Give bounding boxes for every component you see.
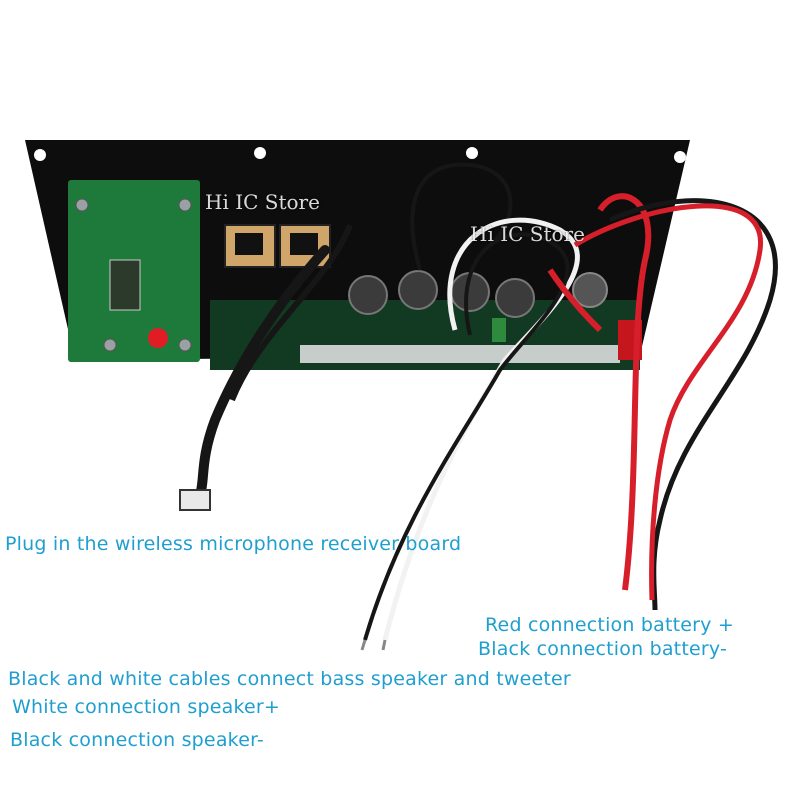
pcb-connector-row <box>300 345 620 363</box>
capacitor <box>495 278 535 318</box>
caption-speaker-black: Black connection speaker- <box>10 729 264 751</box>
pcb-screw <box>178 198 192 212</box>
pcb-screw <box>75 198 89 212</box>
red-battery-wire <box>597 193 652 591</box>
store-watermark-right: Hi IC Store <box>470 222 585 246</box>
red-indicator-dot <box>148 328 168 348</box>
black-speaker-wire <box>363 232 570 641</box>
capacitor <box>572 272 608 308</box>
capacitor <box>398 270 438 310</box>
mount-hole <box>674 151 686 163</box>
pcb-header-pins <box>109 259 141 311</box>
caption-speaker-cables: Black and white cables connect bass spea… <box>8 668 571 690</box>
pcb-screw <box>103 338 117 352</box>
caption-mic-board: Plug in the wireless microphone receiver… <box>5 533 462 555</box>
mount-hole <box>466 147 478 159</box>
caption-battery-red: Red connection battery + <box>485 614 734 636</box>
black-loop-wire <box>410 162 513 271</box>
caption-speaker-white: White connection speaker+ <box>12 696 281 718</box>
mount-hole <box>34 149 46 161</box>
mount-hole <box>254 147 266 159</box>
pcb-screw <box>178 338 192 352</box>
capacitor <box>348 275 388 315</box>
green-capacitor <box>492 318 506 342</box>
store-watermark-left: Hi IC Store <box>205 190 320 214</box>
black-battery-wire <box>608 198 778 611</box>
four-pin-plug <box>179 489 211 511</box>
caption-battery-black: Black connection battery- <box>478 638 728 660</box>
red-battery-wire-loop <box>573 203 763 601</box>
black-wire-bundle <box>195 245 330 500</box>
